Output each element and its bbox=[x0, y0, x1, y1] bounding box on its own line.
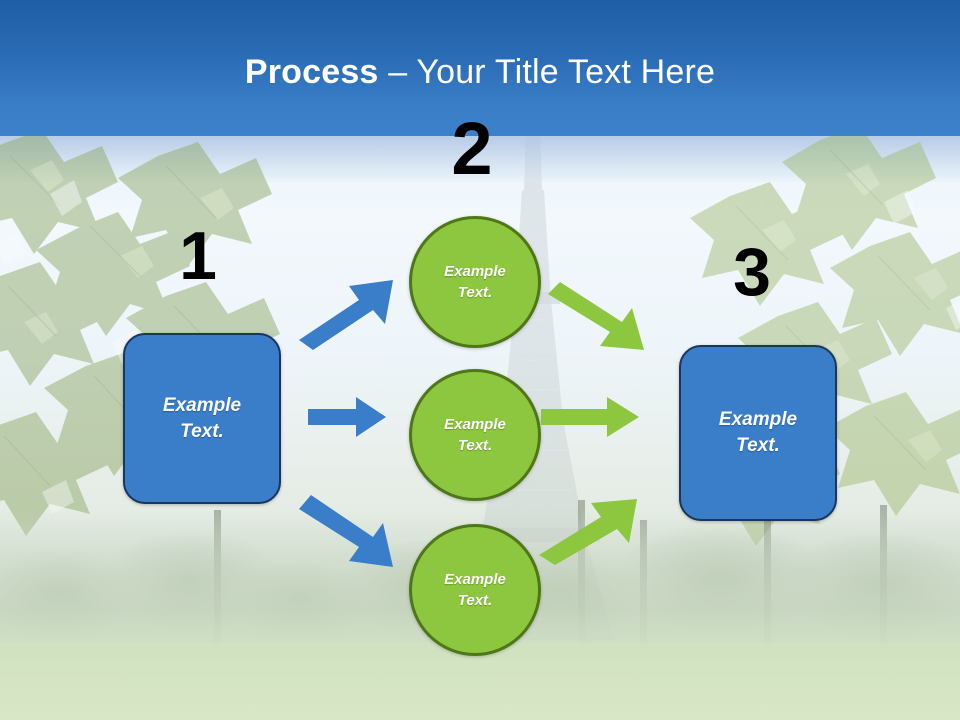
step-number-1: 1 bbox=[179, 218, 217, 294]
green-arrow-up-right-icon bbox=[539, 499, 637, 565]
process-start-box-label: Example Text. bbox=[162, 394, 242, 442]
slide-header-bar: Process – Your Title Text Here bbox=[0, 0, 960, 136]
process-circle-2[interactable]: Example Text. bbox=[409, 369, 541, 501]
step-number-2: 2 bbox=[451, 107, 493, 190]
blue-arrow-up-right-icon bbox=[299, 280, 393, 350]
page-title: Process – Your Title Text Here bbox=[0, 52, 960, 92]
process-circle-1-label: Example Text. bbox=[444, 263, 506, 301]
process-start-box[interactable]: Example Text. bbox=[123, 333, 281, 504]
process-end-box[interactable]: Example Text. bbox=[679, 345, 837, 521]
process-circle-3[interactable]: Example Text. bbox=[409, 524, 541, 656]
blue-arrow-right-icon bbox=[308, 397, 386, 437]
process-circle-3-label: Example Text. bbox=[444, 571, 506, 609]
background-haze-band bbox=[0, 136, 960, 182]
process-circle-2-label: Example Text. bbox=[444, 416, 506, 454]
process-end-box-label: Example Text. bbox=[718, 409, 798, 456]
green-arrow-down-right-icon bbox=[548, 282, 644, 350]
step-number-3: 3 bbox=[733, 234, 771, 310]
green-arrow-right-icon bbox=[541, 397, 639, 437]
blue-arrow-down-right-icon bbox=[299, 495, 393, 567]
page-title-bold: Process bbox=[244, 53, 379, 91]
process-circle-1[interactable]: Example Text. bbox=[409, 216, 541, 348]
page-title-regular: – Your Title Text Here bbox=[378, 53, 716, 91]
